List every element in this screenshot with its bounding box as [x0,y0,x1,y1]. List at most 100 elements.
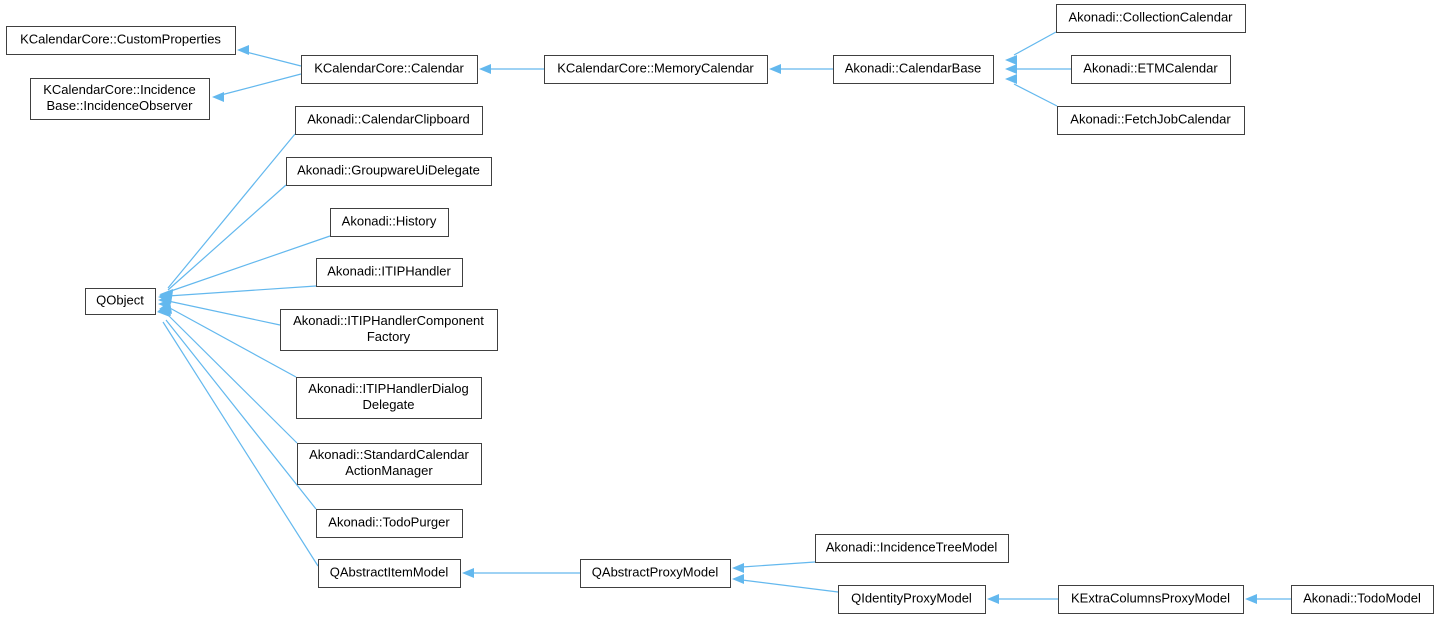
class-node-qabstractproxymodel[interactable]: QAbstractProxyModel [580,559,731,588]
inheritance-edge [1005,74,1058,107]
class-node-label: Akonadi::StandardCalendar [309,447,469,462]
class-node-label: Akonadi::CalendarBase [845,60,982,75]
class-node-akonadi-history[interactable]: Akonadi::History [330,208,449,237]
class-node-box[interactable] [6,26,236,55]
class-node-label: Akonadi::FetchJobCalendar [1070,111,1231,126]
class-node-box[interactable] [1057,106,1245,135]
class-node-akonadi-collectioncalendar[interactable]: Akonadi::CollectionCalendar [1056,4,1246,33]
inheritance-edge [159,235,331,303]
class-node-box[interactable] [301,55,478,84]
edge-line [220,73,302,96]
class-node-akonadi-calendarbase[interactable]: Akonadi::CalendarBase [833,55,994,84]
class-node-qabstractitemmodel[interactable]: QAbstractItemModel [318,559,461,588]
edge-arrowhead [212,92,224,102]
class-node-label: Akonadi::TodoModel [1303,590,1421,605]
edge-arrowhead [769,64,781,74]
class-node-label: Akonadi::ETMCalendar [1083,60,1218,75]
edge-line [167,306,297,378]
class-node-box[interactable] [1056,4,1246,33]
class-node-label: QAbstractItemModel [330,564,449,579]
inheritance-edge [479,64,544,74]
class-node-box[interactable] [296,377,482,419]
class-node-label: KCalendarCore::Calendar [314,60,464,75]
class-node-label: Akonadi::GroupwareUiDelegate [297,162,480,177]
class-node-box[interactable] [286,157,492,186]
edge-arrowhead [1005,74,1017,84]
edge-line [165,319,317,510]
inheritance-edge [732,574,839,593]
edge-line [167,314,298,444]
class-node-box[interactable] [544,55,768,84]
edge-arrowhead [237,45,249,55]
edge-arrowhead [1005,55,1017,65]
class-node-label: Akonadi::TodoPurger [328,514,450,529]
class-node-label: Factory [367,329,411,344]
edge-line [162,321,319,567]
class-node-box[interactable] [316,509,463,538]
class-node-box[interactable] [580,559,731,588]
class-node-kextracolumnsproxymodel[interactable]: KExtraColumnsProxyModel [1058,585,1244,614]
class-node-kcalendarcore-incidencebase-incidenceobserver[interactable]: KCalendarCore::IncidenceBase::IncidenceO… [30,78,210,120]
inheritance-edge [157,304,319,567]
class-node-label: QObject [96,292,144,307]
class-node-label: KCalendarCore::CustomProperties [20,31,221,46]
edge-line [167,285,317,297]
class-node-akonadi-groupwareuidelegate[interactable]: Akonadi::GroupwareUiDelegate [286,157,492,186]
class-node-box[interactable] [85,288,156,315]
class-node-akonadi-etmcalendar[interactable]: Akonadi::ETMCalendar [1071,55,1231,84]
class-node-kcalendarcore-calendar[interactable]: KCalendarCore::Calendar [301,55,478,84]
edge-arrowhead [987,594,999,604]
class-node-label: Base::IncidenceObserver [47,98,194,113]
class-node-kcalendarcore-memorycalendar[interactable]: KCalendarCore::MemoryCalendar [544,55,768,84]
class-node-label: Akonadi::ITIPHandlerComponent [293,313,484,328]
class-node-akonadi-incidencetreemodel[interactable]: Akonadi::IncidenceTreeModel [815,534,1009,563]
class-node-box[interactable] [318,559,461,588]
class-node-akonadi-todomodel[interactable]: Akonadi::TodoModel [1291,585,1434,614]
class-node-akonadi-itiphandler[interactable]: Akonadi::ITIPHandler [316,258,463,287]
inheritance-edge [462,568,580,578]
edge-line [167,184,287,291]
inheritance-edge [159,301,298,444]
class-node-box[interactable] [295,106,483,135]
class-node-label: Akonadi::CollectionCalendar [1068,9,1233,24]
inheritance-edge [237,45,302,67]
class-node-label: Akonadi::ITIPHandler [327,263,451,278]
class-node-qobject[interactable]: QObject [85,288,156,315]
inheritance-edge [158,299,297,378]
class-node-akonadi-calendarclipboard[interactable]: Akonadi::CalendarClipboard [295,106,483,135]
class-node-box[interactable] [280,309,498,351]
class-node-box[interactable] [1071,55,1231,84]
edge-arrowhead [732,563,744,573]
class-node-box[interactable] [1291,585,1434,614]
edges-layer [157,31,1291,604]
class-node-box[interactable] [297,443,482,485]
class-node-box[interactable] [838,585,986,614]
class-node-box[interactable] [1058,585,1244,614]
class-node-box[interactable] [815,534,1009,563]
class-node-akonadi-todopurger[interactable]: Akonadi::TodoPurger [316,509,463,538]
class-node-box[interactable] [316,258,463,287]
class-node-box[interactable] [833,55,994,84]
edge-arrowhead [732,574,744,584]
class-node-label: Akonadi::History [342,213,437,228]
edge-arrowhead [462,568,474,578]
inheritance-edge [212,73,302,102]
class-node-box[interactable] [30,78,210,120]
edge-line [741,579,839,593]
class-node-kcalendarcore-customproperties[interactable]: KCalendarCore::CustomProperties [6,26,236,55]
edge-line [1013,31,1057,56]
edge-arrowhead [1245,594,1257,604]
class-node-akonadi-fetchjobcalendar[interactable]: Akonadi::FetchJobCalendar [1057,106,1245,135]
inheritance-edge [769,64,833,74]
edge-arrowhead [157,304,170,317]
class-node-box[interactable] [330,208,449,237]
inheritance-edge [160,184,287,304]
class-node-qidentityproxymodel[interactable]: QIdentityProxyModel [838,585,986,614]
edge-line [741,561,816,568]
inheritance-edge [732,561,816,573]
class-node-label: KExtraColumnsProxyModel [1071,590,1230,605]
